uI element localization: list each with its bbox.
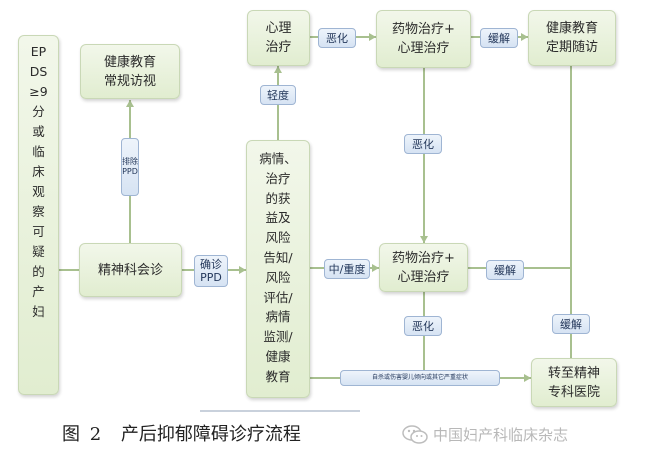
- screening-box: EP DS ≥9 分 或 临 床 观 察 可 疑 的 产 妇: [18, 35, 59, 395]
- worsen-mid-label: 恶化: [404, 134, 442, 154]
- figure-title: 产后抑郁障碍诊疗流程: [120, 424, 301, 445]
- watermark-text: 中国妇产科临床杂志: [433, 426, 569, 444]
- figure-prefix: 图: [62, 424, 80, 445]
- education-followup-box: 健康教育 定期随访: [528, 10, 616, 66]
- drug-psychotherapy-top-box: 药物治疗+ 心理治疗: [376, 10, 471, 68]
- mild-label: 轻度: [260, 85, 296, 105]
- psychiatric-consultation-box: 精神科会诊: [79, 243, 182, 297]
- assessment-box: 病情、 治疗 的获 益及 风险 告知/ 风险 评估/ 病情 监测/ 健康 教育: [246, 140, 310, 398]
- moderate-severe-label: 中/重度: [324, 259, 370, 279]
- drug-psychotherapy-mid-box: 药物治疗+ 心理治疗: [379, 243, 468, 292]
- psychotherapy-box: 心理 治疗: [247, 10, 310, 66]
- figure-caption: 图 2 产后抑郁障碍诊疗流程: [62, 420, 301, 450]
- suicide-risk-label: 自杀或伤害婴儿倾向或其它严重症状: [340, 370, 500, 386]
- worsen-top-label: 恶化: [318, 28, 356, 48]
- confirm-ppd-label: 确诊 PPD: [194, 255, 228, 287]
- worsen-bottom-label: 恶化: [404, 316, 442, 336]
- exclude-ppd-label: 排除 PPD: [121, 138, 139, 196]
- wechat-icon: [402, 425, 428, 444]
- watermark: 中国妇产科临床杂志: [402, 423, 568, 447]
- relief-top-label: 缓解: [480, 28, 518, 48]
- figure-number: 2: [89, 424, 102, 445]
- relief-mid-label: 缓解: [486, 260, 524, 280]
- routine-education-box: 健康教育 常规访视: [80, 44, 180, 99]
- transfer-hospital-box: 转至精神 专科医院: [531, 358, 617, 407]
- relief-right-label: 缓解: [552, 314, 590, 334]
